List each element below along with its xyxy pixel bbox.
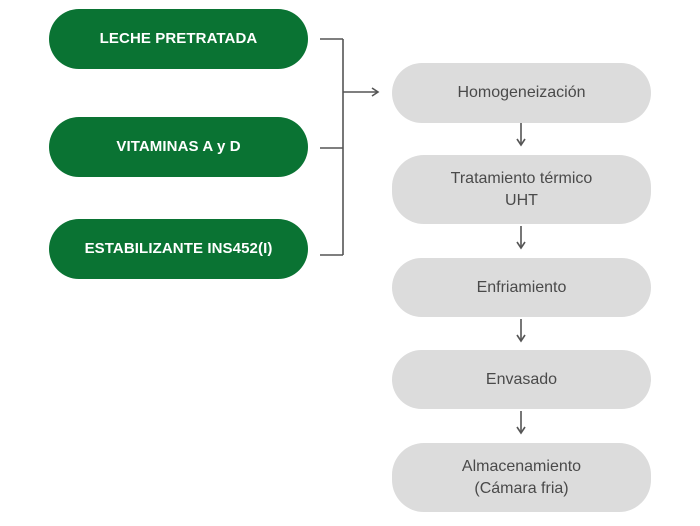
input-estabilizante: ESTABILIZANTE INS452(I): [49, 219, 308, 279]
step-almacenamiento: Almacenamiento (Cámara fria): [392, 443, 651, 512]
step-tratamiento-termico: Tratamiento térmico UHT: [392, 155, 651, 224]
arrowhead-merge: [371, 87, 380, 97]
arrowhead-step-2-3: [516, 241, 526, 250]
arrowhead-step-1-2: [516, 138, 526, 147]
arrowhead-step-3-4: [516, 334, 526, 343]
step-label: Tratamiento térmico UHT: [450, 169, 593, 209]
input-label: LECHE PRETRATADA: [99, 30, 258, 47]
step-envasado: Envasado: [392, 350, 651, 409]
input-leche-pretratada: LECHE PRETRATADA: [49, 9, 308, 69]
step-homogeneizacion: Homogeneización: [392, 63, 651, 123]
step-label: Almacenamiento (Cámara fria): [461, 457, 582, 497]
step-label: Enfriamiento: [476, 278, 567, 296]
arrowhead-step-4-5: [516, 426, 526, 435]
step-label: Homogeneización: [457, 84, 586, 101]
input-label: VITAMINAS A y D: [116, 138, 241, 155]
input-vitaminas: VITAMINAS A y D: [49, 117, 308, 177]
step-label: Envasado: [485, 370, 558, 388]
input-label: ESTABILIZANTE INS452(I): [84, 240, 273, 257]
step-enfriamiento: Enfriamiento: [392, 258, 651, 317]
